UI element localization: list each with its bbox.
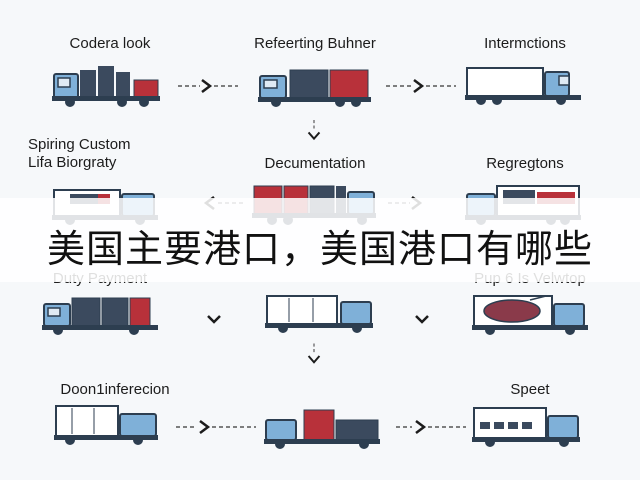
- truck-icon-center-row3: [265, 295, 373, 333]
- truck-icon-doon-inferecion: [54, 405, 158, 445]
- title-banner: [0, 198, 640, 282]
- step-label-codera-look: Codera look: [69, 35, 151, 52]
- step-label-decumentation: Decumentation: [264, 155, 366, 172]
- step-label-intermctions: Intermctions: [484, 35, 566, 52]
- arrow-right-icon: [176, 420, 256, 434]
- step-label-refeerting-buhner: Refeerting Buhner: [254, 35, 376, 52]
- banner-title: 美国主要港口，美国港口有哪些: [46, 227, 593, 271]
- arrow-down-icon: [307, 343, 321, 364]
- step-label-spiring-custom: Spiring Custom Lifa Biorgraty: [28, 136, 131, 171]
- arrow-down-small-icon: [415, 315, 429, 324]
- arrow-right-icon: [396, 420, 466, 434]
- truck-icon-speet: [472, 407, 580, 447]
- arrow-right-icon: [386, 79, 456, 93]
- truck-icon-center-row4: [264, 409, 380, 449]
- truck-icon-codera-look: [52, 66, 160, 107]
- arrow-down-small-icon: [207, 315, 221, 324]
- truck-icon-pup-velwtop: [472, 295, 588, 335]
- arrow-down-icon: [307, 120, 321, 141]
- truck-icon-refeerting-buhner: [258, 69, 371, 107]
- truck-icon-intermctions: [465, 67, 581, 105]
- arrow-right-icon: [178, 79, 238, 93]
- truck-icon-duty-payment: [42, 297, 158, 335]
- step-label-speet: Speet: [510, 381, 550, 398]
- step-label-regregtons: Regregtons: [486, 155, 564, 172]
- step-label-doon-inferecion: Doon1inferecion: [60, 381, 170, 398]
